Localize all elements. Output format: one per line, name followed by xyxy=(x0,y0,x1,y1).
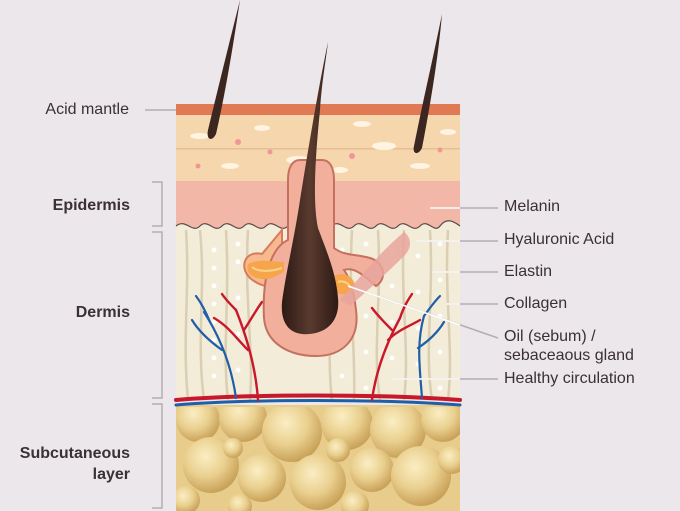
label-subcutaneous-line1: Subcutaneous xyxy=(20,445,130,463)
label-oil-line1: Oil (sebum) / xyxy=(504,328,596,346)
layer-brackets xyxy=(152,182,162,508)
label-elastin: Elastin xyxy=(504,263,552,281)
label-melanin: Melanin xyxy=(504,198,560,216)
label-oil-line2: sebaceaous gland xyxy=(504,347,634,365)
label-healthy-circulation: Healthy circulation xyxy=(504,370,635,388)
label-collagen: Collagen xyxy=(504,295,567,313)
label-hyaluronic-acid: Hyaluronic Acid xyxy=(504,231,614,249)
label-epidermis: Epidermis xyxy=(53,197,130,215)
label-subcutaneous-line2: layer xyxy=(93,466,130,484)
subcutaneous-layer xyxy=(172,394,466,511)
label-dermis: Dermis xyxy=(76,304,130,322)
label-acid-mantle: Acid mantle xyxy=(45,101,129,119)
